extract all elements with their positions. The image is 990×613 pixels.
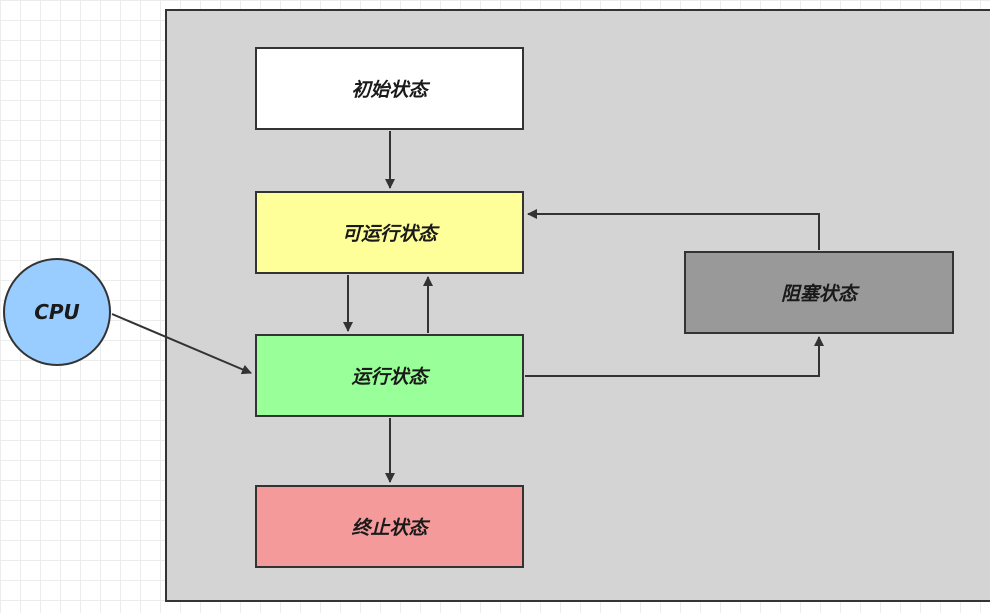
state-blocked: 阻塞状态: [684, 251, 954, 334]
state-blocked-label: 阻塞状态: [780, 283, 857, 305]
state-initial: 初始状态: [255, 47, 524, 130]
state-initial-label: 初始状态: [351, 79, 428, 101]
state-runnable-label: 可运行状态: [341, 223, 437, 245]
state-terminated-label: 终止状态: [351, 517, 428, 539]
state-terminated: 终止状态: [255, 485, 524, 568]
state-running: 运行状态: [255, 334, 524, 417]
cpu-node: CPU: [3, 258, 111, 366]
state-running-label: 运行状态: [351, 366, 428, 388]
state-runnable: 可运行状态: [255, 191, 524, 274]
cpu-label: CPU: [34, 300, 80, 324]
